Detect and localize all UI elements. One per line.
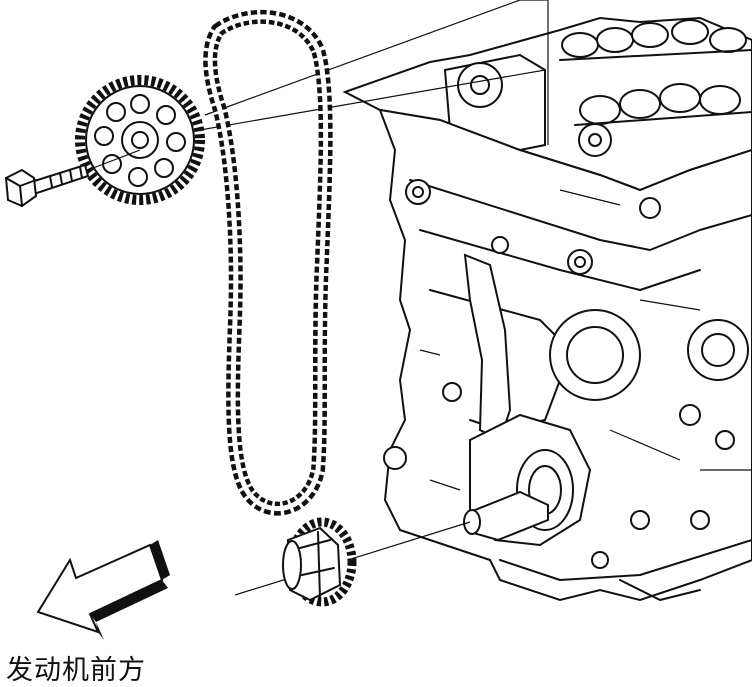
camshaft-lobes	[559, 19, 752, 126]
sprocket-bolt	[4, 149, 141, 208]
crankshaft-sprocket	[282, 517, 357, 607]
timing-chain	[203, 9, 333, 516]
engine-block	[342, 16, 752, 602]
engine-front-direction-arrow	[36, 540, 170, 640]
engine-front-caption: 发动机前方	[6, 655, 146, 686]
camshaft-sprocket	[75, 75, 205, 205]
